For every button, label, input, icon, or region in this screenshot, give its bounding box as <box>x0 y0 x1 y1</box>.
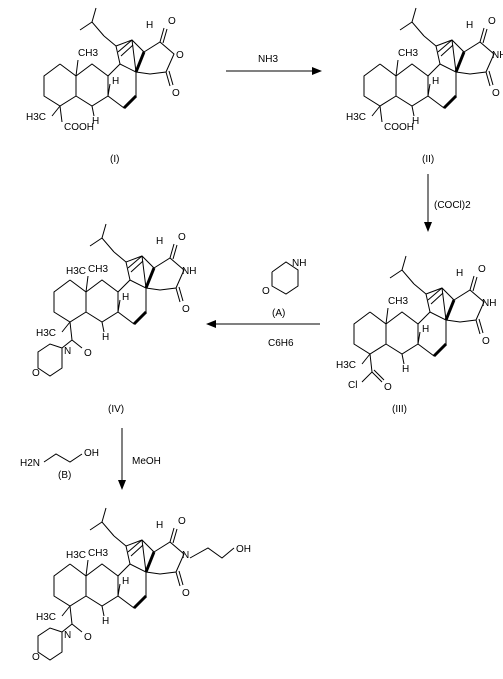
reagent-solvent-benzene: C6H6 <box>268 338 294 349</box>
atom-label: H <box>456 268 463 279</box>
atom-label: H3C <box>36 612 56 623</box>
reaction-arrow-3: NH O (A) C6H6 <box>206 258 320 349</box>
atom-label: O <box>492 88 500 99</box>
atom-label: O <box>182 304 190 315</box>
atom-label: H3C <box>66 550 86 561</box>
atom-label: O <box>262 286 270 297</box>
atom-label: H3C <box>36 328 56 339</box>
atom-label: H <box>412 116 419 127</box>
atom-label: H3C <box>26 112 46 123</box>
compound-III: CH3 H3C H H H O NH O Cl O <box>336 254 496 393</box>
compound-II: CH3 H3C H H H O NH O COOH <box>346 6 503 133</box>
atom-label: N <box>182 550 189 561</box>
reaction-arrow-2: (COCl)2 <box>424 174 471 232</box>
atom-label: H <box>156 236 163 247</box>
compound-product: H3C CH3 H3C H H H O N OH O O N O <box>32 506 251 663</box>
atom-label: NH <box>492 50 503 61</box>
atom-label: H <box>466 20 473 31</box>
compound-IV: H3C CH3 H3C H H H O NH O O N O <box>32 222 196 379</box>
atom-label: CH3 <box>388 296 408 307</box>
atom-label: NH <box>292 258 306 269</box>
atom-label: O <box>32 368 40 379</box>
compound-label-IV: (IV) <box>108 404 124 415</box>
atom-label: CH3 <box>398 48 418 59</box>
compound-label-II: (II) <box>422 154 434 165</box>
reagent-nh3: NH3 <box>258 54 278 65</box>
reaction-arrow-1: NH3 <box>226 54 322 75</box>
compound-I: CH3 H3C H H H O O O COOH <box>26 6 184 133</box>
atom-label: O <box>84 348 92 359</box>
atom-label: H <box>102 332 109 343</box>
atom-label: H3C <box>66 266 86 277</box>
atom-label: COOH <box>384 122 414 133</box>
compound-label-III: (III) <box>392 404 407 415</box>
atom-label: O <box>176 50 184 61</box>
atom-label: NH <box>182 266 196 277</box>
atom-label: O <box>482 336 490 347</box>
atom-label: NH <box>482 298 496 309</box>
atom-label: O <box>168 16 176 27</box>
atom-label: CH3 <box>88 264 108 275</box>
reagent-oxalyl-chloride: (COCl)2 <box>434 200 471 211</box>
atom-label: CH3 <box>88 548 108 559</box>
compound-label-I: (I) <box>110 154 119 165</box>
atom-label: O <box>172 88 180 99</box>
atom-label: O <box>488 16 496 27</box>
reagent-label-B: (B) <box>58 470 71 481</box>
atom-label: H <box>112 76 119 87</box>
reagent-label-A: (A) <box>272 308 285 319</box>
atom-label: OH <box>236 544 251 555</box>
atom-label: H <box>402 364 409 375</box>
atom-label: H <box>422 324 429 335</box>
reaction-arrow-4: H2N OH (B) MeOH <box>20 428 161 490</box>
atom-label: H <box>146 20 153 31</box>
atom-label: O <box>384 382 392 393</box>
atom-label: H <box>102 616 109 627</box>
atom-label: H <box>122 576 129 587</box>
atom-label: H <box>156 520 163 531</box>
atom-label: N <box>64 346 71 357</box>
atom-label: COOH <box>64 122 94 133</box>
atom-label: H3C <box>346 112 366 123</box>
reagent-solvent-methanol: MeOH <box>132 456 161 467</box>
atom-label: O <box>178 232 186 243</box>
atom-label: N <box>64 630 71 641</box>
atom-label: O <box>32 652 40 663</box>
atom-label: H <box>92 116 99 127</box>
atom-label: H <box>432 76 439 87</box>
atom-label: O <box>178 516 186 527</box>
atom-label: CH3 <box>78 48 98 59</box>
atom-label: O <box>182 588 190 599</box>
atom-label: H2N <box>20 458 40 469</box>
atom-label: OH <box>84 448 99 459</box>
atom-label: O <box>84 632 92 643</box>
atom-label: Cl <box>348 380 357 391</box>
atom-label: H3C <box>336 360 356 371</box>
atom-label: H <box>122 292 129 303</box>
atom-label: O <box>478 264 486 275</box>
